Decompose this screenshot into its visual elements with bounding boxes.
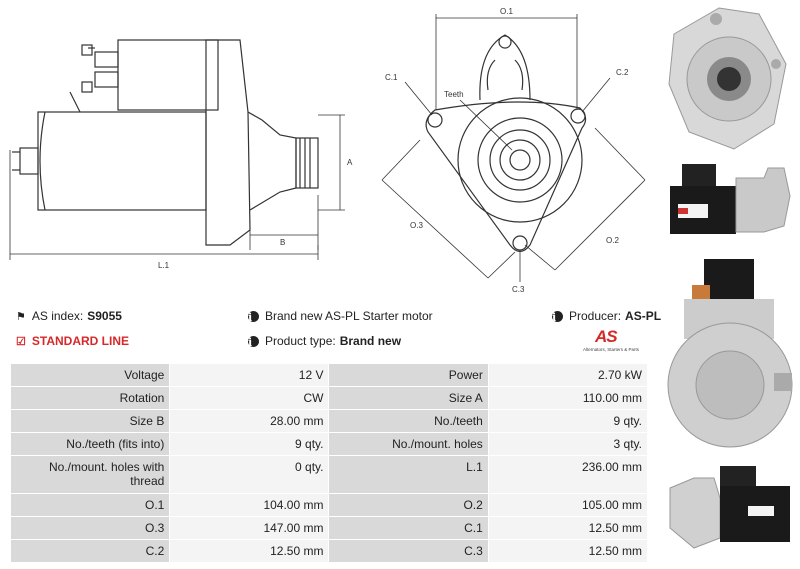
- spec-label: No./mount. holes: [329, 433, 488, 455]
- product-photo-front: [664, 4, 794, 152]
- spec-value: 12 V: [170, 364, 329, 386]
- teeth-label: Teeth: [444, 90, 464, 99]
- description-row: i Brand new AS-PL Starter motor: [248, 309, 433, 324]
- spec-value: 9 qty.: [488, 410, 647, 432]
- product-type-label: Product type:: [265, 334, 336, 348]
- spec-label: C.1: [329, 517, 488, 539]
- producer-value: AS-PL: [625, 309, 662, 323]
- spec-label: Power: [329, 364, 488, 386]
- spec-value: CW: [170, 387, 329, 409]
- spec-label: No./mount. holes with thread: [11, 456, 170, 493]
- spec-value: 9 qty.: [170, 433, 329, 455]
- side-view-drawing: A B L.1: [9, 39, 353, 270]
- standard-line-label: STANDARD LINE: [31, 334, 129, 348]
- dim-a-label: A: [347, 158, 353, 167]
- spec-label: Voltage: [11, 364, 170, 386]
- standard-line-row: ☑ STANDARD LINE: [16, 334, 129, 348]
- producer-row: i Producer: AS-PL: [552, 309, 662, 324]
- as-index-row: ⚑ AS index: S9055: [16, 309, 122, 323]
- dim-o3-label: O.3: [410, 221, 423, 230]
- as-index-value: S9055: [87, 309, 122, 323]
- spec-label: No./teeth: [329, 410, 488, 432]
- spec-value: 236.00 mm: [488, 456, 647, 493]
- dim-l1-label: L.1: [158, 261, 170, 270]
- spec-label: O.2: [329, 494, 488, 516]
- spec-label: No./teeth (fits into): [11, 433, 170, 455]
- as-index-label: AS index:: [31, 309, 84, 323]
- dim-b-label: B: [280, 238, 285, 247]
- tag-icon: ⚑: [16, 310, 26, 323]
- spec-value: 104.00 mm: [170, 494, 329, 516]
- product-photo-side: [664, 156, 796, 244]
- product-type-value: Brand new: [339, 334, 402, 348]
- dim-c2-label: C.2: [616, 68, 629, 77]
- spec-label: L.1: [329, 456, 488, 493]
- spec-label: O.1: [11, 494, 170, 516]
- description-text: Brand new AS-PL Starter motor: [265, 309, 433, 323]
- spec-label: C.3: [329, 540, 488, 562]
- dim-o1-label: O.1: [500, 7, 513, 16]
- product-type-row: i Product type: Brand new: [248, 334, 402, 349]
- product-photo-top: [664, 458, 796, 558]
- logo-tagline: Alternators, Starters & Parts: [583, 347, 640, 352]
- logo-mark: AS: [595, 327, 618, 346]
- spec-label: Rotation: [11, 387, 170, 409]
- front-view-drawing: O.1 C.1 C.2 Teeth O.3 O.2 C.3: [381, 7, 646, 294]
- spec-label: Size B: [11, 410, 170, 432]
- spec-value: 12.50 mm: [170, 540, 329, 562]
- spec-row: No./teeth (fits into)9 qty.No./mount. ho…: [11, 433, 647, 455]
- as-pl-logo: AS Alternators, Starters & Parts: [583, 327, 653, 357]
- spec-value: 0 qty.: [170, 456, 329, 493]
- spec-value: 12.50 mm: [488, 540, 647, 562]
- info-icon: i: [552, 310, 563, 324]
- dim-c1-label: C.1: [385, 73, 398, 82]
- spec-label: Size A: [329, 387, 488, 409]
- info-icon: i: [248, 335, 259, 349]
- spec-label: O.3: [11, 517, 170, 539]
- spec-value: 28.00 mm: [170, 410, 329, 432]
- technical-drawing: A B L.1: [0, 0, 660, 300]
- spec-value: 2.70 kW: [488, 364, 647, 386]
- spec-value: 3 qty.: [488, 433, 647, 455]
- spec-value: 110.00 mm: [488, 387, 647, 409]
- spec-label: C.2: [11, 540, 170, 562]
- dim-c3-label: C.3: [512, 285, 525, 294]
- dim-o2-label: O.2: [606, 236, 619, 245]
- producer-label: Producer:: [569, 309, 622, 323]
- spec-value: 105.00 mm: [488, 494, 647, 516]
- spec-value: 12.50 mm: [488, 517, 647, 539]
- spec-value: 147.00 mm: [170, 517, 329, 539]
- check-icon: ☑: [16, 335, 26, 348]
- info-icon: i: [248, 310, 259, 324]
- product-photo-rear: [664, 255, 796, 455]
